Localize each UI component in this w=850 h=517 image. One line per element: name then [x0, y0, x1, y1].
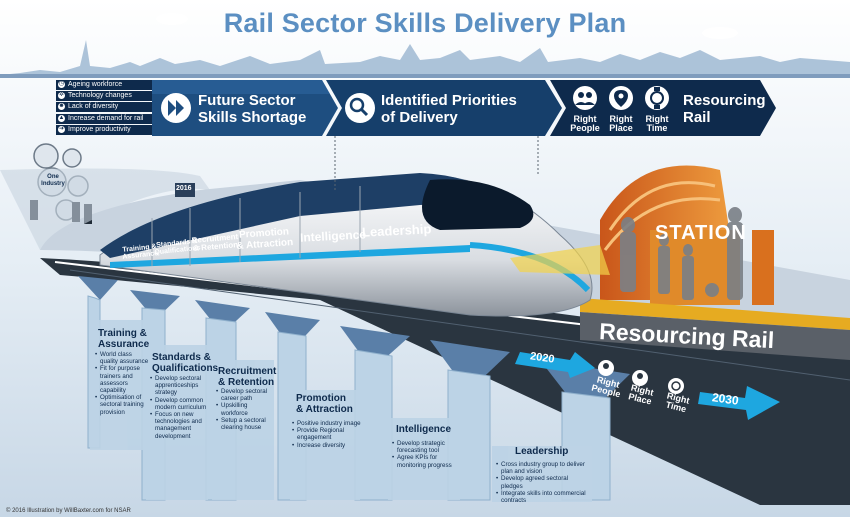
issue-item: ▲Increase demand for rail: [56, 113, 152, 124]
arrow-2030: [698, 386, 780, 420]
issue-label: Technology changes: [68, 92, 132, 100]
label-line: One: [47, 174, 59, 180]
resourcing-line-2: Rail: [683, 109, 711, 126]
list-item: Upskilling workforce: [216, 402, 276, 416]
people-icon: ☻: [58, 103, 65, 111]
label-line: Right: [609, 114, 633, 124]
track-people-icon: [598, 360, 614, 376]
title-line: Training &: [98, 328, 147, 339]
label-line: Time: [646, 123, 668, 133]
list-item: World class quality assurance: [95, 351, 150, 365]
title-line: & Attraction: [296, 404, 353, 415]
car-promotion: Promotion& Attraction: [235, 226, 293, 252]
passenger-silhouettes: [620, 207, 743, 300]
future-line-2: Skills Shortage: [198, 109, 307, 126]
pillar-list-promotion: Positive industry image Provide Regional…: [292, 420, 372, 449]
pillar-list-training: World class quality assurance Fit for pu…: [95, 351, 150, 416]
pillar-title-intelligence: Intelligence: [396, 424, 451, 435]
pillar-title-leadership: Leadership: [515, 446, 568, 457]
label-line: Industry: [41, 181, 65, 187]
arrow-2020: [515, 352, 595, 378]
list-item: Optimisation of sectoral training provis…: [95, 394, 150, 416]
title-line: Assurance: [98, 339, 150, 350]
issue-item: ☻Lack of diversity: [56, 102, 152, 113]
title-line: Promotion: [296, 393, 346, 404]
resourcing-line-1: Resourcing: [683, 92, 766, 109]
high-speed-train: [99, 173, 610, 317]
issue-item: ➜Improve productivity: [56, 124, 152, 135]
pillar-list-intelligence: Develop strategic forecasting tool Agree…: [392, 440, 464, 469]
list-item: Focus on new technologies and management…: [150, 411, 208, 440]
pillar-title-training: Training &Assurance: [98, 328, 149, 350]
city-skyline: [0, 40, 850, 78]
label-line: Place: [609, 123, 633, 133]
station-sign: STATION: [655, 222, 747, 244]
arrow-icon: ➜: [58, 125, 65, 133]
page-title: Rail Sector Skills Delivery Plan: [223, 8, 627, 38]
pillar-title-standards: Standards &Qualifications: [152, 352, 218, 374]
search-icon: [345, 93, 375, 123]
issues-list: ◷Ageing workforce ✲Technology changes ☻L…: [56, 80, 152, 136]
title-line: Qualifications: [152, 363, 219, 374]
list-item: Agree KPIs for monitoring progress: [392, 454, 464, 468]
pillar-title-recruitment: Recruitment& Retention: [218, 366, 276, 388]
title-line: & Retention: [218, 377, 275, 388]
list-item: Develop strategic forecasting tool: [392, 440, 464, 454]
pillar-list-recruitment: Develop sectoral career path Upskilling …: [216, 388, 276, 431]
label-line: Right: [573, 114, 597, 124]
list-item: Develop agreed sectoral pledges: [496, 475, 588, 489]
gear-icon: ✲: [58, 92, 65, 100]
label-line: Right: [645, 114, 669, 124]
location-pin-icon: [609, 86, 633, 110]
people-icon: [573, 86, 597, 110]
priorities-line-1: Identified Priorities: [381, 92, 517, 109]
title-line: Leadership: [515, 446, 569, 457]
resourcing-heading: Resourcing Rail: [683, 92, 766, 126]
issue-label: Ageing workforce: [68, 81, 123, 88]
fast-forward-icon: [161, 93, 191, 123]
issue-label: Increase demand for rail: [68, 114, 144, 122]
issue-item: ✲Technology changes: [56, 91, 152, 102]
year-2016: 2016: [176, 185, 192, 192]
title-line: Recruitment: [218, 366, 277, 377]
watch-icon: [645, 86, 669, 110]
issue-item: ◷Ageing workforce: [56, 80, 152, 90]
priorities-line-2: of Delivery: [381, 109, 458, 126]
list-item: Increase diversity: [292, 442, 372, 449]
cloud-icon: [156, 13, 738, 39]
list-item: Setup a sectoral clearing house: [216, 417, 276, 431]
pillar-title-promotion: Promotion& Attraction: [296, 393, 353, 415]
track-time-icon: [668, 378, 684, 394]
list-item: Positive industry image: [292, 420, 372, 427]
pillar-list-leadership: Cross industry group to deliver plan and…: [496, 461, 588, 504]
title-line: Standards &: [152, 352, 211, 363]
list-item: Develop sectoral apprenticeships strateg…: [150, 375, 208, 397]
future-line-1: Future Sector: [198, 92, 296, 109]
chart-icon: ▲: [58, 114, 65, 122]
label-line: People: [570, 123, 600, 133]
track-place-icon: [632, 370, 648, 386]
list-item: Cross industry group to deliver plan and…: [496, 461, 588, 475]
clock-icon: ◷: [58, 81, 65, 88]
issue-label: Improve productivity: [68, 125, 131, 133]
future-skills-heading: Future Sector Skills Shortage: [198, 92, 306, 126]
issue-label: Lack of diversity: [68, 103, 119, 111]
list-item: Provide Regional engagement: [292, 427, 372, 441]
copyright-text: © 2016 Illustration by WillBaxter.com fo…: [6, 508, 131, 514]
priorities-heading: Identified Priorities of Delivery: [381, 92, 517, 126]
list-item: Develop sectoral career path: [216, 388, 276, 402]
pillar-list-standards: Develop sectoral apprenticeships strateg…: [150, 375, 208, 440]
list-item: Integrate skills into commercial contrac…: [496, 490, 588, 504]
list-item: Fit for purpose trainers and assessors c…: [95, 365, 150, 394]
title-line: Intelligence: [396, 424, 452, 435]
list-item: Develop common modern curriculum: [150, 397, 208, 411]
